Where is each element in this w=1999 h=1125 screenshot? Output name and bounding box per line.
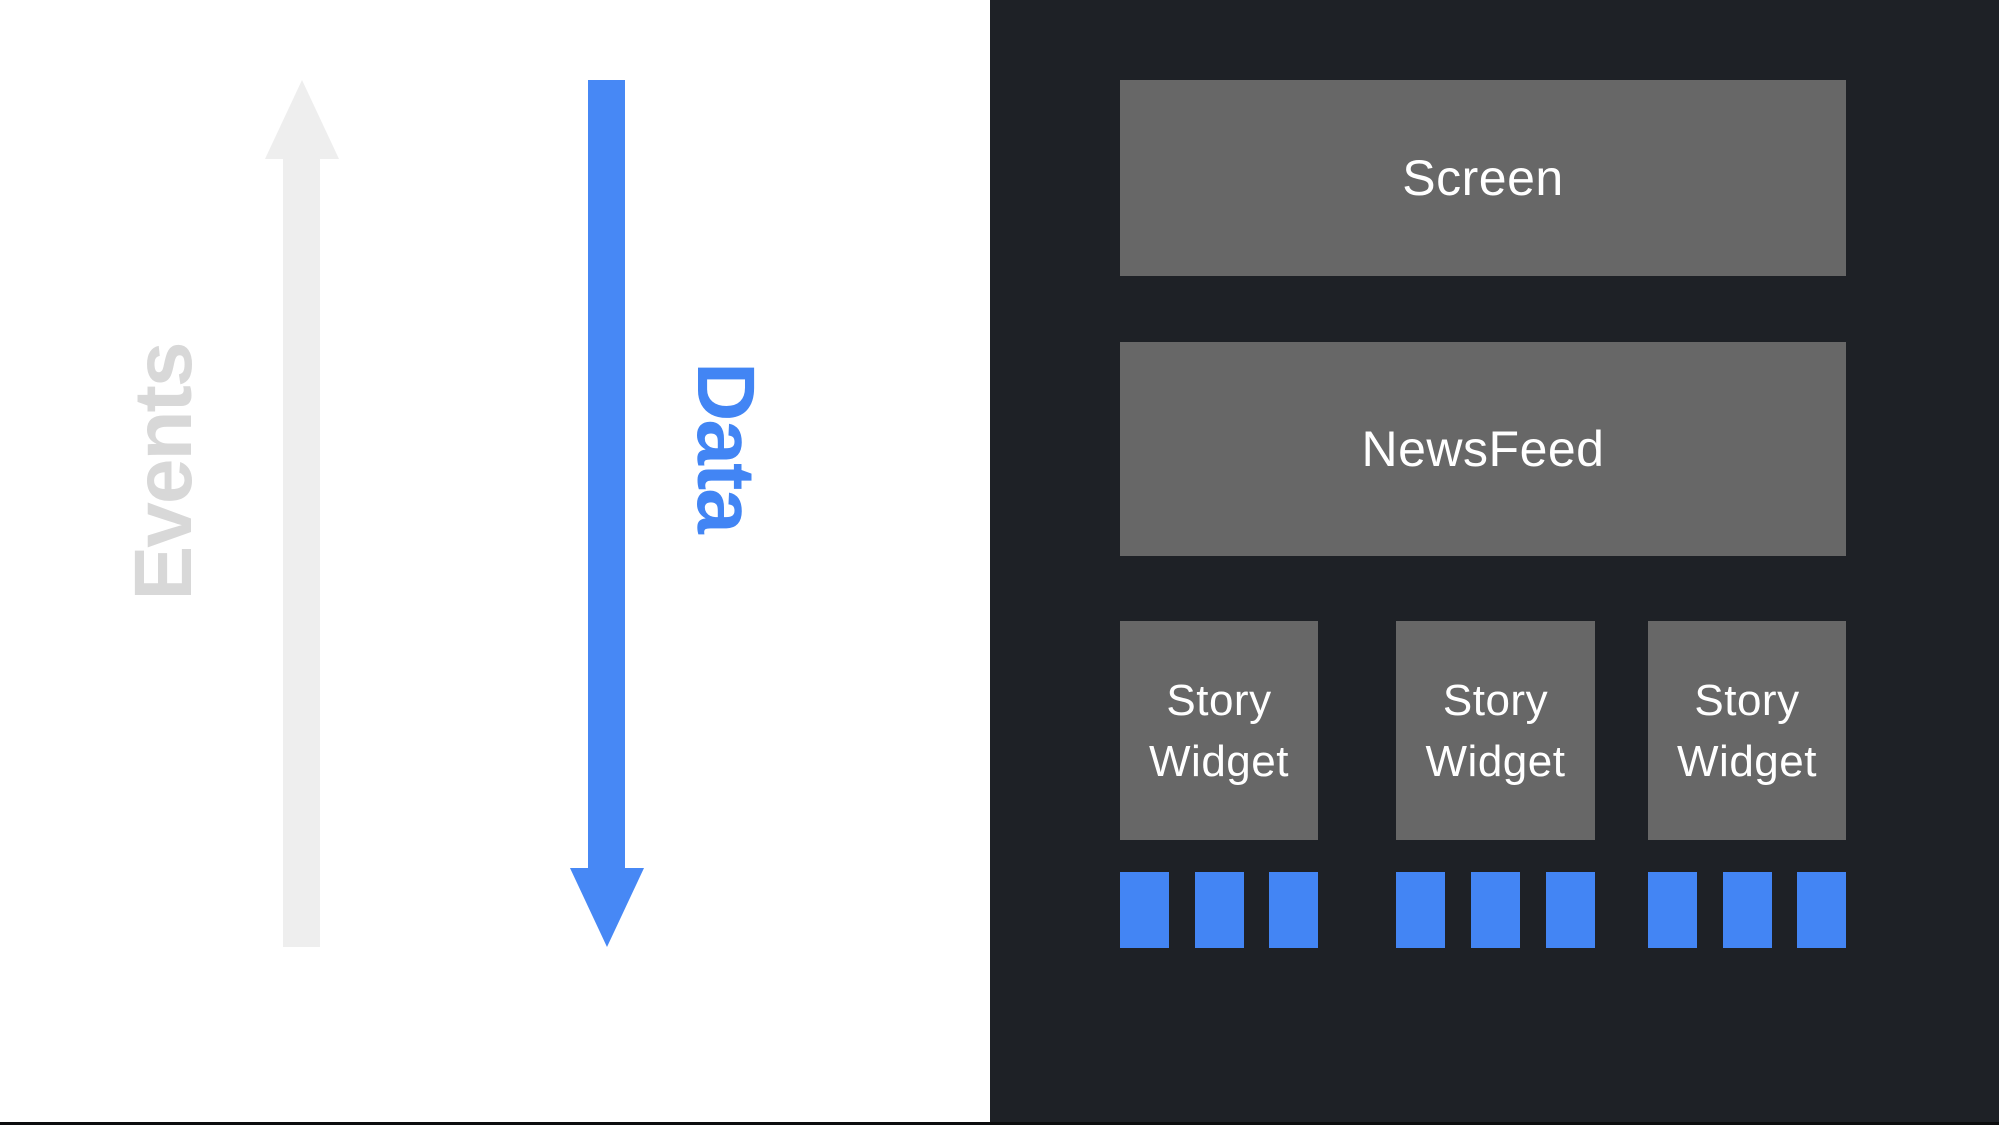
data-square-icon <box>1194 872 1244 948</box>
story-widget-node-2: Story Widget <box>1396 621 1595 840</box>
story-widget-node-1: Story Widget <box>1120 621 1318 840</box>
story-1-data-squares <box>1120 872 1318 948</box>
widget-tree-panel: Screen NewsFeed Story Widget Story Widge… <box>990 0 1999 1125</box>
data-square-icon <box>1546 872 1595 948</box>
data-square-icon <box>1797 872 1846 948</box>
data-arrow-down-icon <box>570 868 644 947</box>
story-widget-label: Story Widget <box>1677 675 1817 786</box>
flow-diagram-side: Events Data <box>0 0 990 1125</box>
story-2-data-squares <box>1396 872 1595 948</box>
data-square-icon <box>1396 872 1445 948</box>
events-arrow-up-icon <box>265 80 339 159</box>
story-widget-label: Story Widget <box>1425 675 1566 786</box>
story-widget-node-3: Story Widget <box>1648 621 1846 840</box>
screen-node: Screen <box>1120 80 1846 276</box>
story-widget-label: Story Widget <box>1149 675 1289 786</box>
screen-node-label: Screen <box>1402 150 1564 206</box>
newsfeed-node: NewsFeed <box>1120 342 1846 556</box>
newsfeed-node-label: NewsFeed <box>1361 421 1605 477</box>
data-square-icon <box>1648 872 1697 948</box>
data-label: Data <box>680 362 771 532</box>
data-square-icon <box>1120 872 1169 948</box>
bottom-edge-line <box>0 1122 1999 1125</box>
events-arrow-shaft <box>283 159 320 947</box>
data-arrow-shaft <box>588 80 625 868</box>
data-square-icon <box>1269 872 1318 948</box>
data-square-icon <box>1722 872 1772 948</box>
story-3-data-squares <box>1648 872 1846 948</box>
events-label: Events <box>118 343 209 601</box>
data-square-icon <box>1471 872 1520 948</box>
